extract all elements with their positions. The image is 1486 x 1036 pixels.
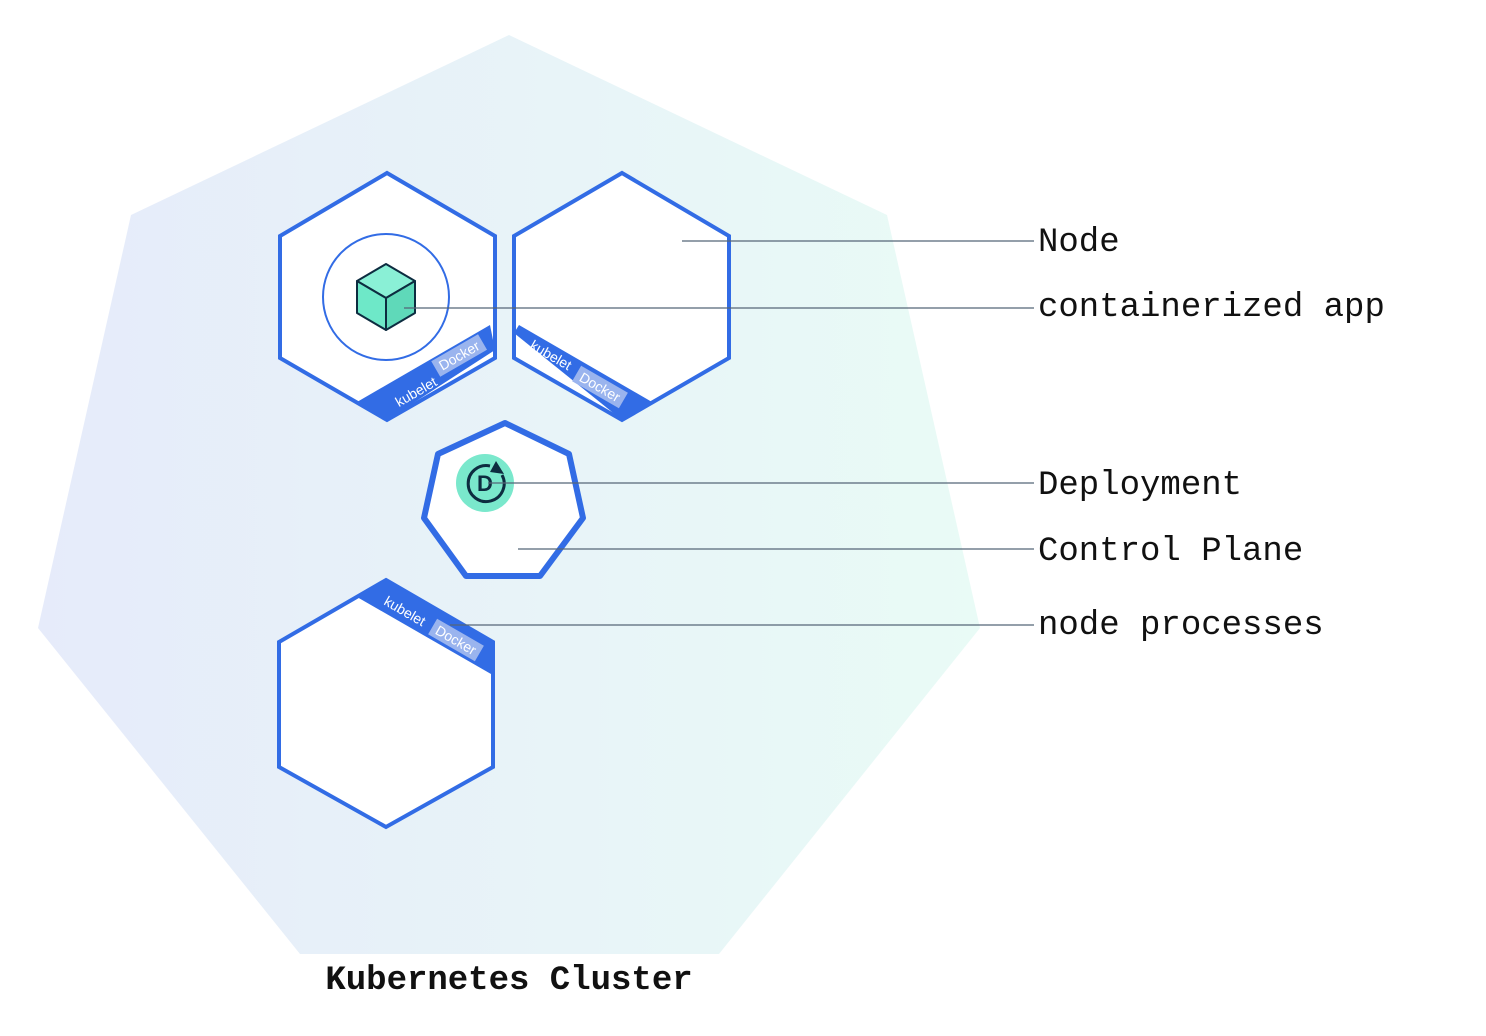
- node-3-docker-tag: [428, 618, 484, 662]
- deployment-icon: D: [456, 454, 514, 512]
- container-cube-icon: [356, 263, 416, 331]
- control-plane-callout-label: Control Plane: [1038, 533, 1303, 571]
- control-plane: D: [421, 420, 586, 579]
- node-3: kubelet Docker: [277, 577, 495, 830]
- node-2-docker-tag: [572, 365, 628, 409]
- node-processes-callout-label: node processes: [1038, 607, 1324, 645]
- containerized-app-callout-label: containerized app: [1038, 289, 1385, 327]
- node-2: kubelet Docker: [512, 170, 731, 423]
- node-callout-label: Node: [1038, 224, 1120, 262]
- deployment-letter: D: [477, 471, 493, 496]
- node-1: kubelet Docker: [278, 170, 497, 423]
- cluster-title: Kubernetes Cluster: [325, 962, 692, 1000]
- leader-lines: [404, 240, 1034, 626]
- deployment-callout-label: Deployment: [1038, 467, 1242, 505]
- node-1-docker-tag: [431, 334, 488, 377]
